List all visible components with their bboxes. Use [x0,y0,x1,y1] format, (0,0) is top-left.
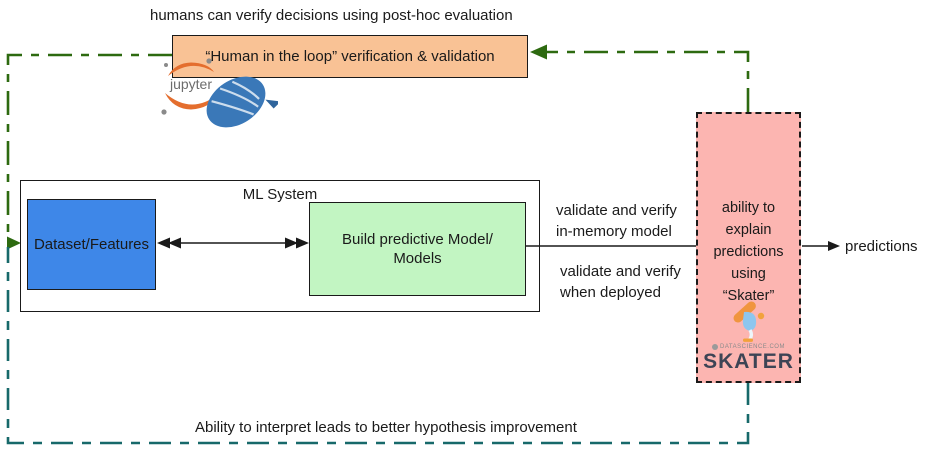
validate-deployed-label: validate and verify when deployed [560,263,681,301]
skater-figure-icon [733,301,764,342]
zeppelin-fin [265,99,278,109]
top-caption: humans can verify decisions using post-h… [150,7,513,24]
jupyter-dot-icon [164,63,168,67]
skater-body [742,311,756,331]
bottom-caption: Ability to interpret leads to better hyp… [195,419,577,436]
arrowhead-into-dataset [7,236,21,250]
dataset-features-box: Dataset/Features [27,199,156,290]
gear-icon [712,344,719,350]
predictions-label: predictions [845,238,918,255]
build-model-label: Build predictive Model/ Models [342,230,493,268]
human-in-the-loop-box: “Human in the loop” verification & valid… [172,35,528,78]
skater-hand [757,312,764,320]
jupyter-dot-icon [206,58,212,64]
jupyter-bottom-crescent [165,93,217,110]
build-model-box: Build predictive Model/ Models [309,202,526,296]
human-in-the-loop-label: “Human in the loop” verification & valid… [205,48,495,65]
dataset-features-label: Dataset/Features [33,236,150,253]
skater-explain-label: ability to explain predictions using “Sk… [713,200,784,304]
ml-system-title: ML System [242,186,318,203]
datascience-brand-label: DATASCIENCE.COM [720,344,785,350]
ml-system-box [20,180,540,312]
zeppelin-logo [206,76,278,128]
jupyter-wordmark: jupyter [169,76,212,92]
predictions-arrowhead [828,241,840,251]
jupyter-top-crescent [168,62,214,76]
datascience-brand-row: DATASCIENCE.COM [712,344,785,350]
skater-logo: DATASCIENCE.COM SKATER [700,299,797,374]
validate-in-memory-label: validate and verify in-memory model [556,202,677,240]
feedback-line-top-right [546,50,750,112]
arrowhead-into-human-loop [530,44,547,60]
zeppelin-stripes [211,80,260,116]
jupyter-logo: jupyter [161,58,278,128]
skater-boot [742,338,753,342]
jupyter-dot-icon [161,109,167,115]
skater-wordmark: SKATER [703,350,794,373]
